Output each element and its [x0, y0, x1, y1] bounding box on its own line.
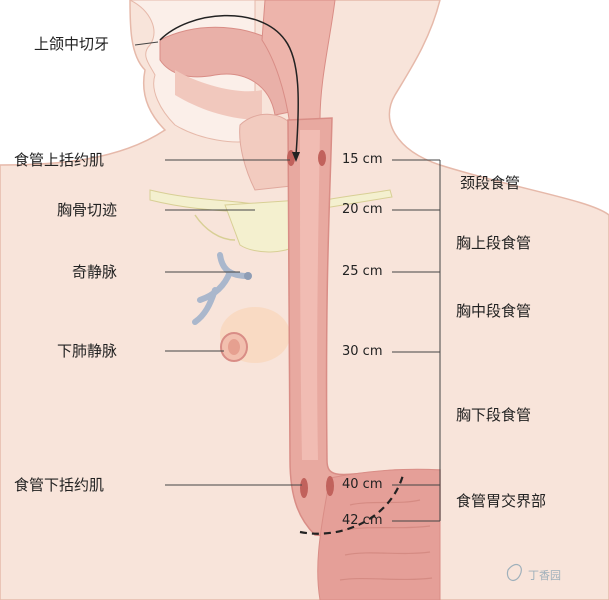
scope-path-arrow: [159, 14, 299, 156]
segment-cervical: 颈段食管: [460, 174, 521, 192]
label-sternal-notch: 胸骨切迹: [57, 201, 118, 219]
watermark-text: 丁香园: [528, 569, 561, 582]
tongue: [175, 70, 262, 120]
leader-incisors: [134, 41, 159, 46]
watermark-logo-icon: [506, 563, 522, 582]
stomach-rugae: [339, 499, 433, 581]
ues-right-marker: [318, 150, 326, 166]
esophagus-lumen: [300, 130, 320, 460]
azygos-end: [244, 272, 252, 280]
segment-mid-thoracic: 胸中段食管: [456, 302, 532, 320]
label-upper-incisors: 上颌中切牙: [34, 35, 110, 53]
ipv-hole: [228, 339, 240, 355]
arrowhead: [292, 152, 300, 162]
segment-lower-thoracic: 胸下段食管: [456, 406, 532, 424]
gej-dashed-arc: [299, 474, 405, 535]
label-azygos-vein: 奇静脉: [72, 263, 118, 281]
distance-15cm: 15 cm: [342, 152, 383, 167]
azygos-vein: [192, 252, 248, 325]
distance-30cm: 30 cm: [342, 344, 383, 359]
les-left-marker: [300, 478, 308, 498]
label-upper-esophageal-sphincter: 食管上括约肌: [14, 151, 105, 169]
les-right-marker: [326, 476, 334, 496]
label-lower-esophageal-sphincter: 食管下括约肌: [14, 476, 105, 494]
distance-42cm: 42 cm: [342, 513, 383, 528]
distance-25cm: 25 cm: [342, 264, 383, 279]
segment-upper-thoracic: 胸上段食管: [456, 234, 532, 252]
distance-40cm: 40 cm: [342, 477, 383, 492]
segment-gej: 食管胃交界部: [456, 492, 547, 510]
label-inferior-pulmonary-vein: 下肺静脉: [57, 342, 118, 360]
distance-20cm: 20 cm: [342, 202, 383, 217]
